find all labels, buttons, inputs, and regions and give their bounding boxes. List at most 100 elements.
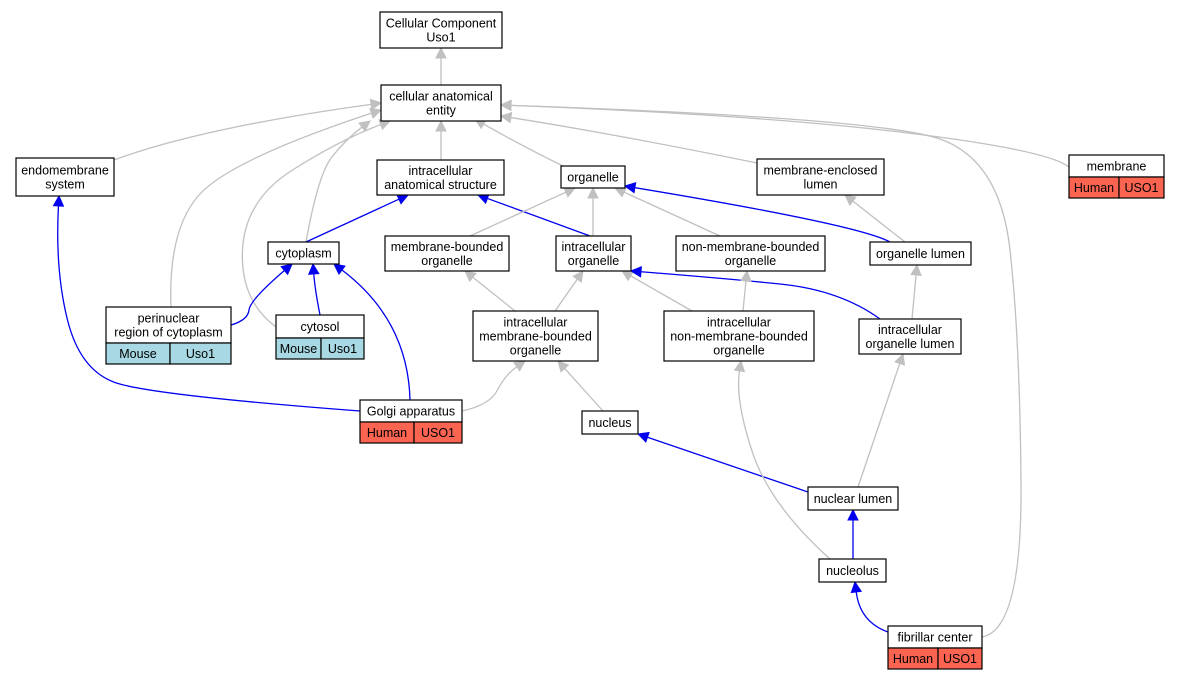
arrowhead (910, 263, 922, 276)
gene-label: USO1 (1124, 181, 1158, 195)
edge-iol-to-orgl (910, 263, 922, 320)
arrowhead (636, 431, 650, 443)
edge-cae-to-root (435, 46, 447, 85)
node-label: organelle (568, 254, 619, 268)
node-box (472, 310, 599, 362)
node-label: non-membrane-bounded (682, 240, 820, 254)
arrowhead (499, 111, 513, 124)
arrowhead (613, 187, 627, 198)
arrowhead (499, 99, 512, 112)
node-label: intracellular (562, 240, 626, 254)
node-orgl[interactable]: organelle lumen (869, 241, 972, 266)
node-label: membrane (1087, 160, 1147, 174)
node-box (384, 235, 510, 272)
species-label: Mouse (280, 342, 318, 356)
species-label: Human (1074, 181, 1114, 195)
edge-golgi-to-cyto (333, 263, 411, 401)
node-label: Uso1 (426, 31, 455, 45)
arrowhead (435, 46, 447, 59)
node-label: membrane-enclosed (764, 164, 878, 178)
node-nucleus[interactable]: nucleus (581, 410, 639, 435)
edge-io-to-ias (476, 193, 591, 237)
node-box (818, 558, 887, 583)
edge-peri-to-cae (170, 107, 383, 308)
node-box (555, 235, 632, 272)
edge-imbo-to-mbo (464, 270, 516, 312)
arrowhead (623, 181, 637, 194)
arrowhead (280, 263, 293, 276)
arrowhead (740, 269, 752, 283)
node-label: fibrillar center (897, 631, 972, 645)
node-label: intracellular (707, 316, 771, 330)
node-label: cytoplasm (275, 247, 331, 261)
arrowhead (358, 120, 371, 132)
edge-endo-to-cae (113, 98, 383, 161)
arrowhead (369, 107, 383, 119)
arrowhead (847, 508, 859, 521)
species-label: Human (367, 426, 407, 440)
arrowhead (572, 270, 584, 283)
edge-orgl-to-org (623, 181, 891, 243)
arrowhead (52, 194, 65, 207)
node-org[interactable]: organelle (560, 165, 626, 189)
edge-io-to-org (587, 186, 599, 236)
node-box (15, 157, 115, 197)
arrowhead (850, 580, 863, 594)
node-label: perinuclear (138, 312, 200, 326)
edge-mem-to-cae (499, 99, 1070, 168)
edge-nucleolus-to-inmbo (733, 359, 831, 560)
arrowhead (464, 270, 477, 283)
node-cyto[interactable]: cytoplasm (267, 241, 340, 265)
gene-cell (1118, 176, 1165, 199)
gene-cell (169, 342, 232, 365)
arrowhead (587, 186, 599, 199)
node-box (105, 306, 232, 344)
gene-cell (320, 337, 365, 360)
node-label: organelle (713, 344, 764, 358)
edge-nucleus-to-imbo (557, 360, 604, 412)
node-box (756, 158, 885, 196)
node-box (380, 84, 502, 122)
edge-cytosol-to-cyto (308, 262, 321, 316)
node-label: cellular anatomical (389, 90, 493, 104)
node-label: intracellular (409, 164, 473, 178)
gene-label: USO1 (943, 652, 977, 666)
node-label: cytosol (301, 320, 340, 334)
arrowhead (396, 194, 410, 205)
edge-cyto-to-ias (305, 194, 410, 243)
node-box (379, 11, 503, 49)
node-label: organelle lumen (876, 247, 965, 261)
node-label: Cellular Component (386, 17, 497, 31)
node-label: region of cytoplasm (114, 326, 222, 340)
node-inmbo[interactable]: intracellularnon-membrane-boundedorganel… (663, 310, 815, 362)
node-nl[interactable]: nuclear lumen (807, 486, 899, 511)
gene-label: USO1 (421, 426, 455, 440)
node-nucleolus[interactable]: nucleolus (818, 558, 887, 583)
edge-golgi-to-endo (52, 194, 361, 412)
species-label: Human (893, 652, 933, 666)
node-label: endomembrane (21, 164, 109, 178)
node-label: Golgi apparatus (367, 405, 455, 419)
edge-nmbo-to-org (613, 187, 721, 237)
node-label: intracellular (504, 316, 568, 330)
node-box (858, 318, 962, 355)
node-label: nucleolus (826, 564, 879, 578)
edge-nl-to-nucleus (636, 431, 809, 493)
node-label: organelle (421, 254, 472, 268)
